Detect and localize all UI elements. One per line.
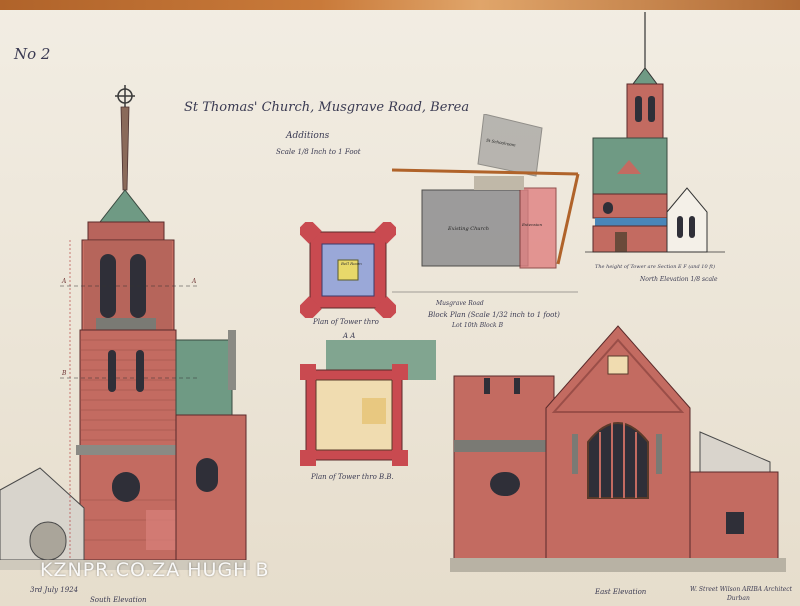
section-marker-a: A bbox=[62, 278, 67, 285]
block-plan-caption: Block Plan (Scale 1/32 inch to 1 foot) bbox=[428, 311, 560, 319]
tower-plan-a-caption: Plan of Tower thro bbox=[313, 318, 379, 326]
tower-room-label: Bell Room bbox=[341, 261, 362, 266]
sheet-top-edge bbox=[0, 0, 800, 10]
south-elevation-caption: South Elevation bbox=[90, 596, 147, 604]
sheet-number: No 2 bbox=[14, 45, 51, 63]
tower-plan-b-drawing bbox=[300, 340, 436, 466]
block-label-existing-church: Existing Church bbox=[448, 226, 489, 232]
block-plan-lot: Lot 10th Block B bbox=[452, 322, 503, 329]
section-marker-a-right: A bbox=[192, 278, 197, 285]
drawing-scale: Scale 1/8 Inch to 1 Foot bbox=[276, 148, 361, 156]
drawing-subtitle: Additions bbox=[286, 131, 330, 141]
section-marker-b: B bbox=[62, 370, 67, 377]
architect-city: Durban bbox=[727, 595, 750, 602]
tower-plan-a-section: A A bbox=[343, 332, 356, 340]
drawing-date: 3rd July 1924 bbox=[30, 586, 79, 594]
block-plan-drawing bbox=[392, 114, 580, 293]
north-elevation-drawing bbox=[585, 12, 725, 253]
east-elevation-drawing bbox=[450, 325, 786, 572]
north-elevation-note: The height of Tower are Section E F (and… bbox=[595, 264, 716, 270]
drawing-title: St Thomas' Church, Musgrave Road, Berea bbox=[184, 100, 470, 115]
east-elevation-caption: East Elevation bbox=[595, 588, 647, 596]
architect-signature: W. Street Wilson ARIBA Architect bbox=[690, 586, 793, 593]
tower-plan-a-drawing bbox=[300, 222, 396, 318]
tower-plan-b-caption: Plan of Tower thro B.B. bbox=[311, 473, 394, 481]
south-elevation-drawing bbox=[0, 85, 250, 570]
watermark-text: KZNPR.CO.ZA HUGH B bbox=[40, 559, 270, 581]
block-label-extension: Extension bbox=[522, 222, 543, 227]
block-plan-road: Musgrave Road bbox=[436, 300, 484, 307]
north-elevation-caption: North Elevation 1/8 scale bbox=[640, 276, 718, 283]
